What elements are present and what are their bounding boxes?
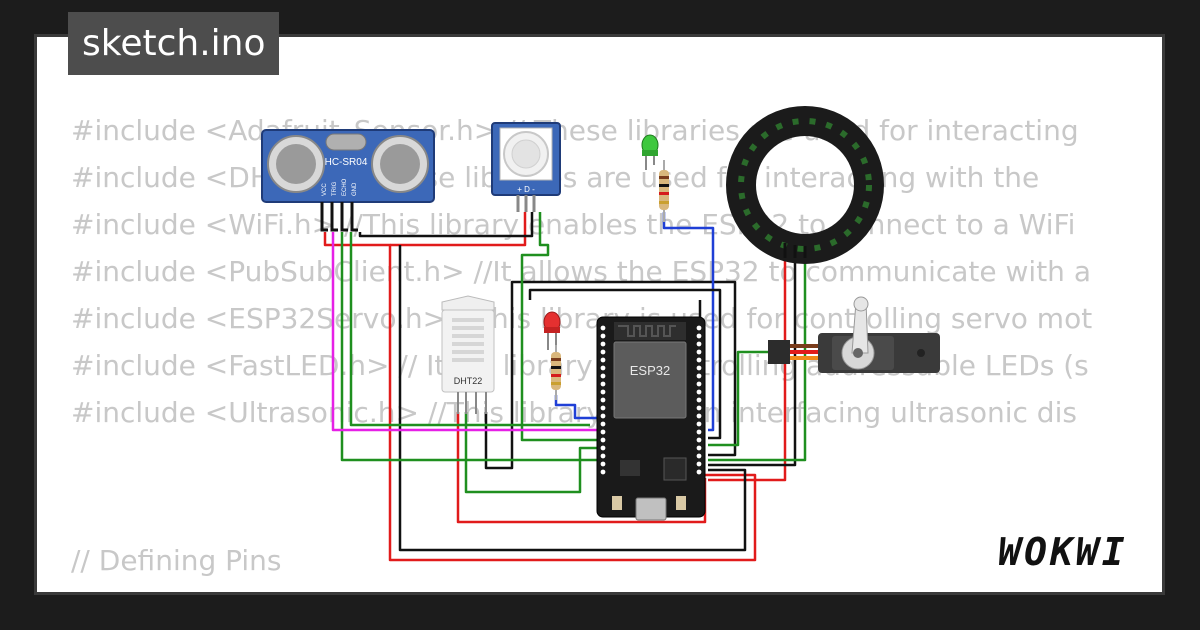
pir-pin-labels: + D - [517, 185, 535, 194]
wire-green [464, 412, 600, 494]
esp32-pin [696, 421, 702, 427]
esp32-pin [696, 445, 702, 451]
esp32-pin [600, 405, 606, 411]
wire-black [708, 255, 797, 467]
esp32-pin [600, 373, 606, 379]
ultrasonic-label: HC-SR04 [325, 157, 368, 168]
wire-green [340, 232, 600, 462]
esp32-pin [600, 397, 606, 403]
esp32-pin [696, 341, 702, 347]
esp32-pin [600, 381, 606, 387]
wokwi-logo: WOKWI [978, 530, 1148, 574]
resistor [551, 345, 561, 400]
wire-black [484, 280, 737, 470]
esp32-pin [600, 341, 606, 347]
wire-black [528, 288, 722, 440]
esp32-pin [600, 365, 606, 371]
esp32-pin [696, 413, 702, 419]
esp32-board[interactable]: ESP32 [596, 316, 706, 521]
wire-red [390, 212, 527, 247]
esp32-pin [696, 453, 702, 459]
esp32-pin [600, 357, 606, 363]
wire-blue [662, 212, 715, 432]
wire-green [708, 255, 807, 462]
esp32-pin [600, 333, 606, 339]
esp32-pin [600, 421, 606, 427]
esp32-pin [600, 429, 606, 435]
ultrasonic-pin-label: VCC [322, 183, 328, 196]
esp32-pin [696, 333, 702, 339]
wire-magenta [331, 232, 600, 432]
esp32-pin [600, 325, 606, 331]
resistor [659, 160, 669, 222]
wire-green [520, 212, 602, 442]
wire-red [708, 255, 787, 482]
esp32-pin [696, 437, 702, 443]
green-led[interactable] [641, 134, 659, 170]
esp32-pin [600, 445, 606, 451]
code-line: #include <PubSubClient.h> //It allows th… [71, 255, 1091, 288]
dht22-sensor[interactable]: DHT22 [441, 295, 495, 414]
ultrasonic-pin-label: TRIG [332, 181, 338, 196]
ultrasonic-pin-label: ECHO [342, 178, 348, 196]
esp32-pin [696, 357, 702, 363]
file-tab[interactable]: sketch.ino [68, 12, 280, 75]
wire-black [358, 212, 534, 238]
esp32-pin [696, 365, 702, 371]
esp32-pin [696, 349, 702, 355]
esp32-pin [600, 389, 606, 395]
code-line: #define FASTLED_ESP32_SPI [71, 584, 1131, 592]
esp32-pin [600, 349, 606, 355]
dht22-label: DHT22 [454, 376, 483, 386]
esp32-pin [600, 461, 606, 467]
servo-motor[interactable] [768, 296, 940, 373]
wire-green [708, 350, 775, 447]
esp32-pin [696, 389, 702, 395]
code-background-bottom: // Defining Pins #define FASTLED_ESP32_S… [71, 537, 1131, 592]
pir-motion-sensor[interactable]: + D - [491, 122, 561, 212]
esp32-pin [696, 469, 702, 475]
esp32-pin [600, 437, 606, 443]
esp32-label: ESP32 [630, 363, 670, 378]
red-led[interactable] [543, 311, 561, 350]
wokwi-logo-text: WOKWI [998, 530, 1128, 574]
esp32-pin [600, 469, 606, 475]
esp32-pin [696, 405, 702, 411]
wire-black [398, 245, 747, 552]
esp32-pin [696, 381, 702, 387]
wire-red [323, 232, 757, 562]
wire-blue [554, 395, 600, 420]
esp32-pin [696, 397, 702, 403]
code-line: // Defining Pins [71, 544, 282, 577]
ultrasonic-sensor[interactable]: HC-SR04 VCC TRIG ECHO GND [261, 129, 435, 232]
wire-green [349, 232, 590, 427]
esp32-pin [696, 461, 702, 467]
esp32-pin [696, 325, 702, 331]
esp32-pin [600, 453, 606, 459]
esp32-pin [696, 373, 702, 379]
neopixel-ring[interactable] [726, 106, 884, 264]
esp32-pin [600, 413, 606, 419]
esp32-pin [696, 429, 702, 435]
ultrasonic-pin-label: GND [352, 182, 358, 196]
